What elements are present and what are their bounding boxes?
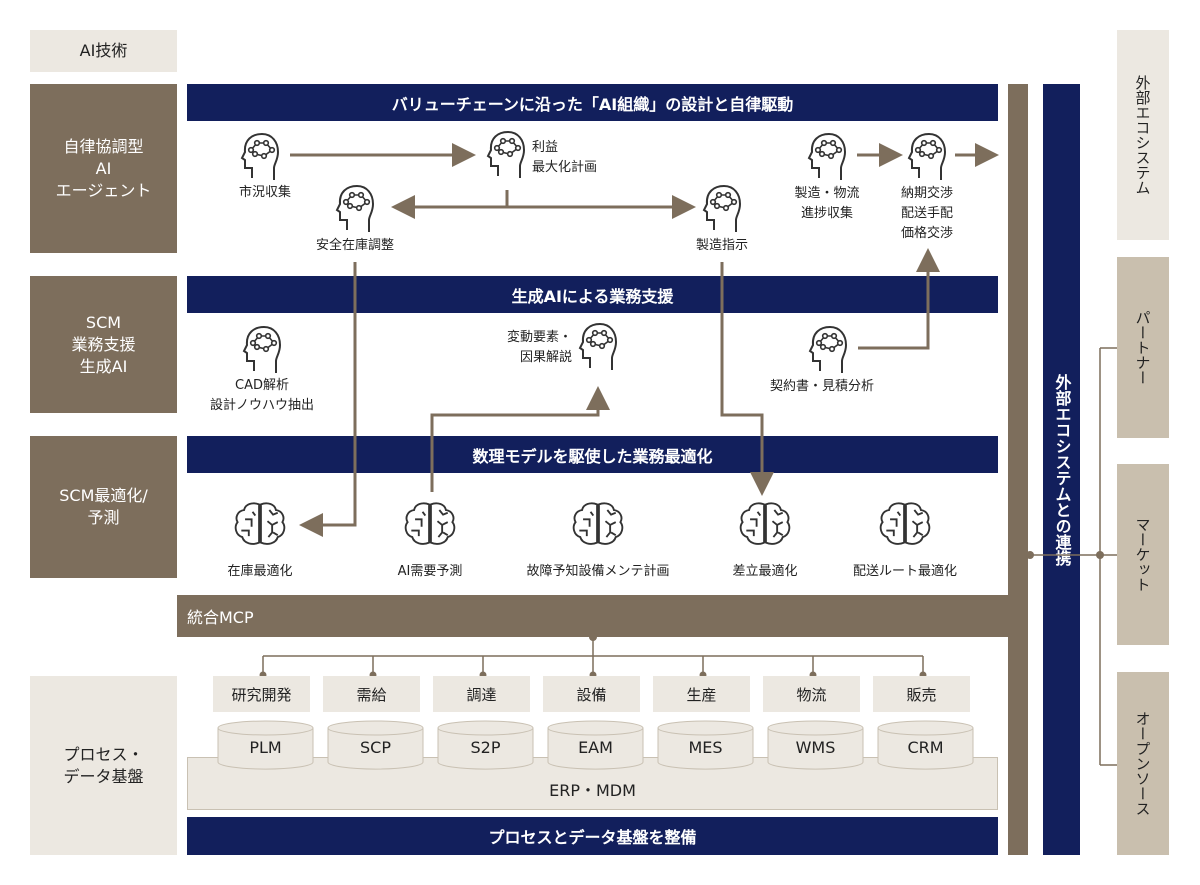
brain-icon bbox=[232, 500, 288, 548]
label-line: 設計ノウハウ抽出 bbox=[209, 398, 315, 413]
data-layer-label: プロセス・データ基盤 bbox=[30, 676, 177, 855]
opt-inventory: 在庫最適化 bbox=[227, 564, 293, 579]
label-line: 配送手配 bbox=[900, 206, 954, 221]
label-line: プロセス・ bbox=[63, 744, 144, 764]
agent-negotiation: 納期交渉配送手配価格交渉 bbox=[901, 184, 953, 244]
agent-production-order: 製造指示 bbox=[695, 238, 749, 253]
label-line: SCM最適化/ bbox=[59, 486, 148, 505]
database-icon bbox=[767, 720, 864, 770]
system-label: WMS bbox=[795, 738, 836, 757]
genai-banner: 生成AIによる業務支援 bbox=[187, 276, 998, 313]
domain-logistics: 物流 bbox=[763, 676, 860, 712]
label-line: SCM bbox=[85, 312, 122, 332]
system-crm: CRM bbox=[877, 720, 974, 770]
system-mes: MES bbox=[657, 720, 754, 770]
label-line: 利益 bbox=[532, 140, 559, 155]
label-line: 納期交渉 bbox=[900, 186, 954, 201]
agent-market-collection: 市況収集 bbox=[238, 185, 292, 200]
ai-agent-head-icon bbox=[578, 322, 618, 372]
domain-procurement: 調達 bbox=[433, 676, 530, 712]
opt-dispatch: 差立最適化 bbox=[732, 564, 798, 579]
ai-agent-head-icon bbox=[808, 325, 848, 375]
label-line: 業務支援 bbox=[71, 334, 136, 354]
label-line: CAD解析 bbox=[235, 378, 289, 393]
open-source-box: オープンソース bbox=[1117, 672, 1169, 855]
genai-cad-analysis: CAD解析設計ノウハウ抽出 bbox=[210, 376, 314, 416]
label-line: 自律協調型 bbox=[63, 136, 144, 156]
optimization-layer-label: SCM最適化/予測 bbox=[30, 436, 177, 578]
label-line: 予測 bbox=[87, 508, 120, 527]
system-label: S2P bbox=[470, 738, 501, 757]
system-wms: WMS bbox=[767, 720, 864, 770]
brain-icon bbox=[877, 500, 933, 548]
opt-delivery-route: 配送ルート最適化 bbox=[852, 564, 958, 579]
system-scp: SCP bbox=[327, 720, 424, 770]
ai-agent-head-icon bbox=[702, 184, 742, 234]
genai-contract-analysis: 契約書・見積分析 bbox=[769, 379, 875, 394]
ai-tech-label: AI技術 bbox=[30, 30, 177, 72]
ai-agent-head-icon bbox=[240, 132, 280, 182]
database-icon bbox=[217, 720, 314, 770]
integrated-mcp-bar: 統合MCP bbox=[177, 595, 1028, 637]
label-line: 製造・物流 bbox=[794, 186, 860, 201]
brain-icon bbox=[570, 500, 626, 548]
partner-box: パートナー bbox=[1117, 257, 1169, 438]
agent-safety-stock: 安全在庫調整 bbox=[315, 238, 395, 253]
domain-equipment: 設備 bbox=[543, 676, 640, 712]
optimization-banner: 数理モデルを駆使した業務最適化 bbox=[187, 436, 998, 473]
database-icon bbox=[547, 720, 644, 770]
label-line: 変動要素・ bbox=[506, 330, 572, 345]
market-box: マーケット bbox=[1117, 464, 1169, 645]
agent-profit-plan: 利益最大化計画 bbox=[532, 138, 597, 178]
database-icon bbox=[327, 720, 424, 770]
brain-icon bbox=[402, 500, 458, 548]
ai-agent-head-icon bbox=[335, 184, 375, 234]
ai-agent-head-icon bbox=[807, 132, 847, 182]
data-foundation-banner: プロセスとデータ基盤を整備 bbox=[187, 817, 998, 855]
label-line: AI bbox=[95, 158, 112, 178]
external-link-bar: 外部エコシステムとの連携 bbox=[1043, 84, 1080, 855]
database-icon bbox=[657, 720, 754, 770]
domain-production: 生産 bbox=[653, 676, 750, 712]
system-label: SCP bbox=[360, 738, 391, 757]
label-line: 因果解説 bbox=[519, 350, 572, 365]
label-line: データ基盤 bbox=[63, 766, 144, 786]
system-label: CRM bbox=[907, 738, 944, 757]
system-eam: EAM bbox=[547, 720, 644, 770]
system-s2p: S2P bbox=[437, 720, 534, 770]
label-line: 進捗収集 bbox=[800, 206, 854, 221]
label-line: 価格交渉 bbox=[900, 226, 954, 241]
label-line: 生成AI bbox=[79, 356, 128, 376]
database-icon bbox=[437, 720, 534, 770]
agent-progress-collection: 製造・物流進捗収集 bbox=[794, 184, 859, 224]
domain-sales: 販売 bbox=[873, 676, 970, 712]
ai-agent-head-icon bbox=[907, 132, 947, 182]
mcp-vertical-bar bbox=[1008, 84, 1028, 855]
system-label: EAM bbox=[578, 738, 613, 757]
label-line: エージェント bbox=[55, 180, 152, 200]
brain-icon bbox=[737, 500, 793, 548]
system-label: MES bbox=[688, 738, 723, 757]
opt-maintenance: 故障予知設備メンテ計画 bbox=[526, 564, 670, 579]
domain-supply-demand: 需給 bbox=[323, 676, 420, 712]
opt-demand-forecast: AI需要予測 bbox=[397, 564, 463, 579]
domain-rnd: 研究開発 bbox=[213, 676, 310, 712]
ai-organization-banner: バリューチェーンに沿った「AI組織」の設計と自律駆動 bbox=[187, 84, 998, 121]
system-label: PLM bbox=[249, 738, 282, 757]
external-ecosystem-label: 外部エコシステム bbox=[1117, 30, 1169, 240]
ai-agent-head-icon bbox=[242, 325, 282, 375]
system-plm: PLM bbox=[217, 720, 314, 770]
database-icon bbox=[877, 720, 974, 770]
label-line: 最大化計画 bbox=[532, 160, 598, 175]
ai-agent-head-icon bbox=[486, 130, 526, 180]
genai-causal-explanation: 変動要素・因果解説 bbox=[482, 328, 572, 368]
